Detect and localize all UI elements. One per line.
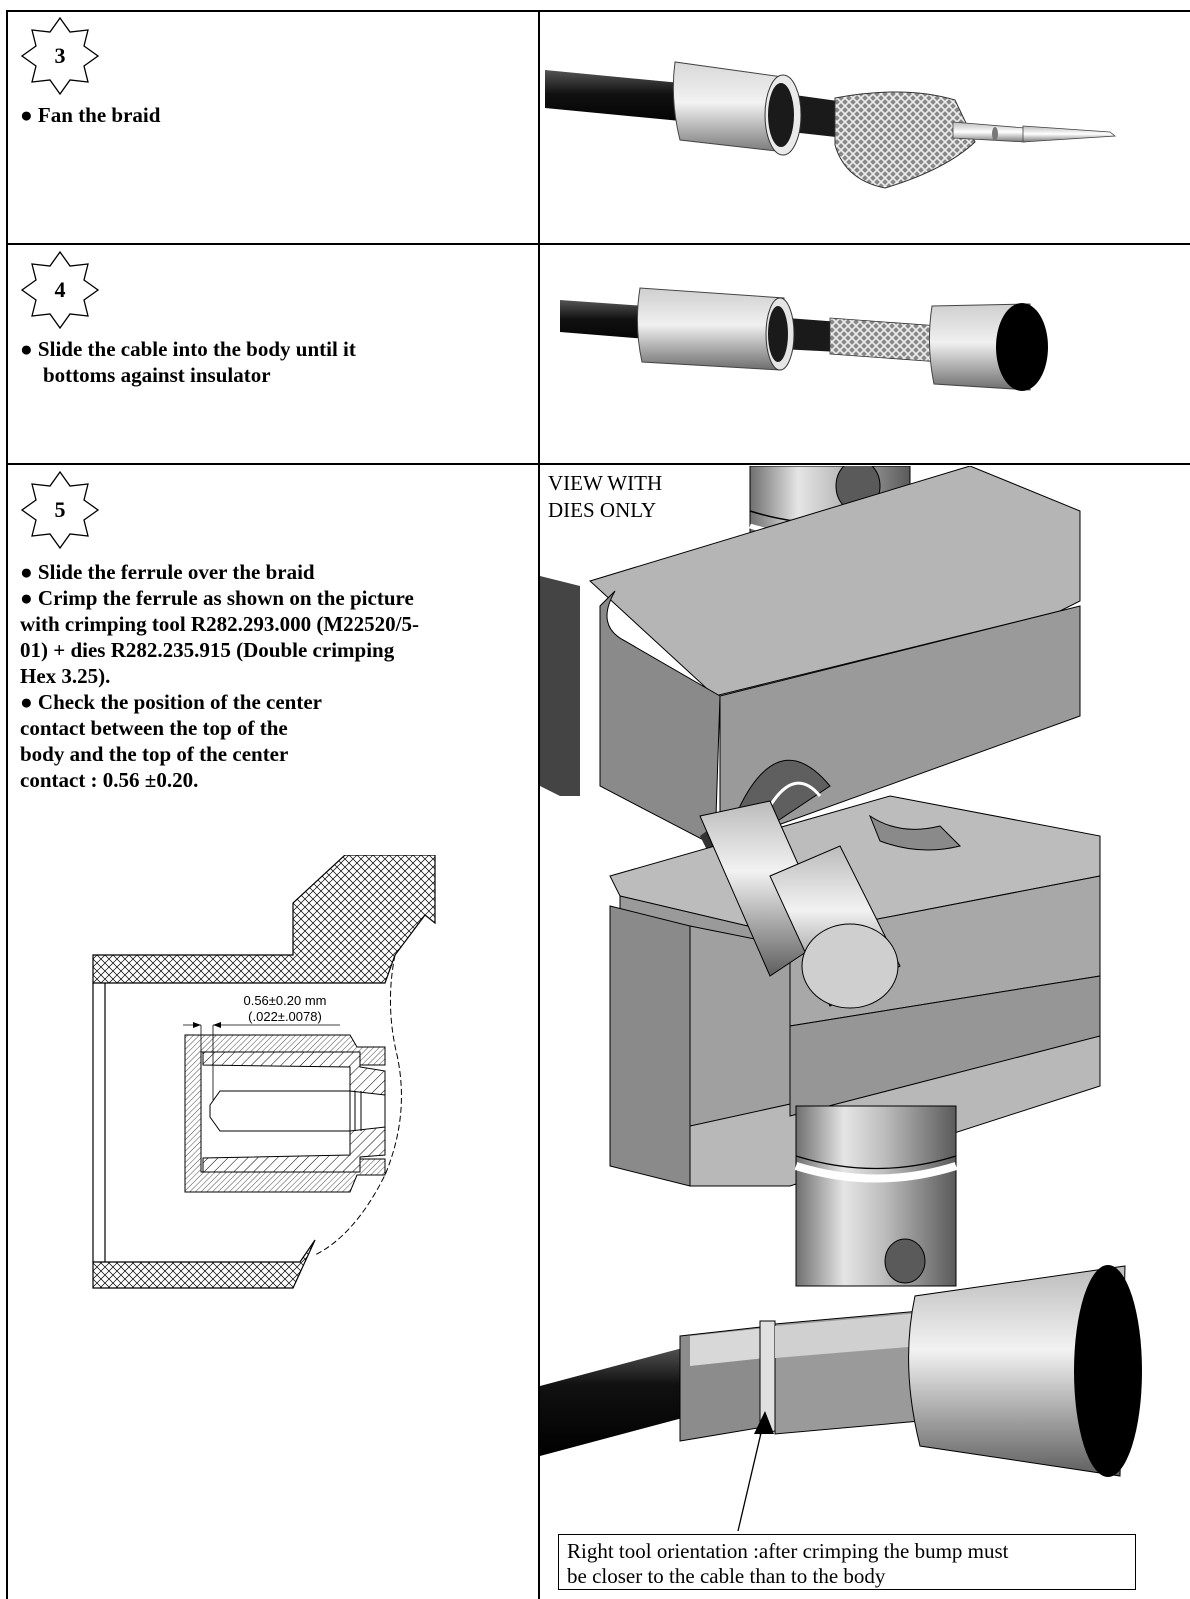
cable-in-body-illustration bbox=[560, 287, 1048, 391]
step-4-text: ● Slide the cable into the body until it… bbox=[20, 336, 356, 388]
step-5-line-1: ● Slide the ferrule over the braid bbox=[20, 560, 315, 584]
callout-line-2: be closer to the cable than to the body bbox=[567, 1564, 886, 1588]
crimping-dies-illustration bbox=[540, 466, 1142, 1532]
view-label-line-1: VIEW WITH bbox=[548, 471, 663, 495]
step-4-line-1: ● Slide the cable into the body until it bbox=[20, 337, 356, 361]
step-5-line-9: contact : 0.56 ±0.20. bbox=[20, 768, 199, 792]
view-label-line-2: DIES ONLY bbox=[548, 498, 657, 522]
step-3-line-1: ● Fan the braid bbox=[20, 103, 161, 127]
dimension-mm-label: 0.56±0.20 mm bbox=[243, 993, 326, 1008]
step-5-line-8: body and the top of the center bbox=[20, 742, 289, 766]
table-row-divider-2 bbox=[6, 463, 1190, 465]
table-row-divider-1 bbox=[6, 243, 1190, 245]
step-5-line-2: ● Crimp the ferrule as shown on the pict… bbox=[20, 586, 414, 610]
step-5-line-3: with crimping tool R282.293.000 (M22520/… bbox=[20, 612, 419, 636]
dimension-inch-label: (.022±.0078) bbox=[248, 1009, 322, 1024]
step-3-star-icon: 3 bbox=[20, 16, 100, 96]
step-4-line-2: bottoms against insulator bbox=[43, 363, 271, 387]
step-5-line-5: Hex 3.25). bbox=[20, 664, 111, 688]
callout-line-1: Right tool orientation :after crimping t… bbox=[567, 1539, 1009, 1563]
step-5-text: ● Slide the ferrule over the braid ● Cri… bbox=[20, 559, 419, 793]
step-5-number: 5 bbox=[54, 497, 66, 522]
step-5-line-4: 01) + dies R282.235.915 (Double crimping bbox=[20, 638, 395, 662]
step-3-text: ● Fan the braid bbox=[20, 102, 160, 128]
table-border-top bbox=[6, 10, 1190, 12]
step-5-star-icon: 5 bbox=[20, 470, 100, 550]
table-border-left bbox=[6, 10, 8, 1599]
fanned-braid-illustration bbox=[545, 61, 1117, 189]
step-4-number: 4 bbox=[54, 277, 66, 302]
step-4-star-icon: 4 bbox=[20, 250, 100, 330]
step-5-line-6: ● Check the position of the center bbox=[20, 690, 322, 714]
cross-section-drawing: 0.56±0.20 mm (.022±.0078) bbox=[92, 855, 436, 1289]
view-label: VIEW WITH DIES ONLY bbox=[548, 470, 662, 524]
tool-orientation-callout: Right tool orientation :after crimping t… bbox=[558, 1534, 1136, 1590]
table-divider-vertical bbox=[538, 10, 540, 1599]
step-5-line-7: contact between the top of the bbox=[20, 716, 288, 740]
step-3-number: 3 bbox=[54, 43, 66, 68]
